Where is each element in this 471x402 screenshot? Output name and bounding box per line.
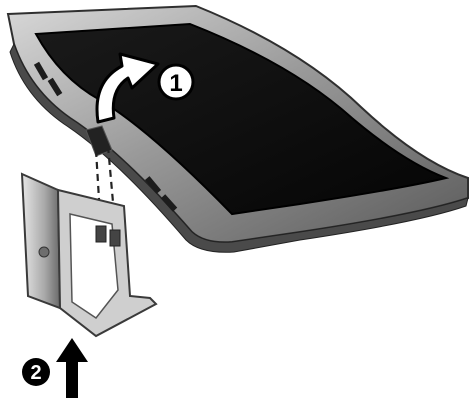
stand: [22, 174, 156, 336]
step-1-number: 1: [169, 70, 182, 97]
up-arrow-icon: [56, 338, 88, 398]
stand-hinge-tab-left: [96, 226, 106, 242]
step-2-number: 2: [30, 362, 41, 384]
step-2: 2: [22, 338, 88, 398]
stand-back-plate: [22, 174, 60, 308]
stand-hinge-tab-right: [110, 230, 120, 246]
stand-logo: [39, 247, 49, 257]
